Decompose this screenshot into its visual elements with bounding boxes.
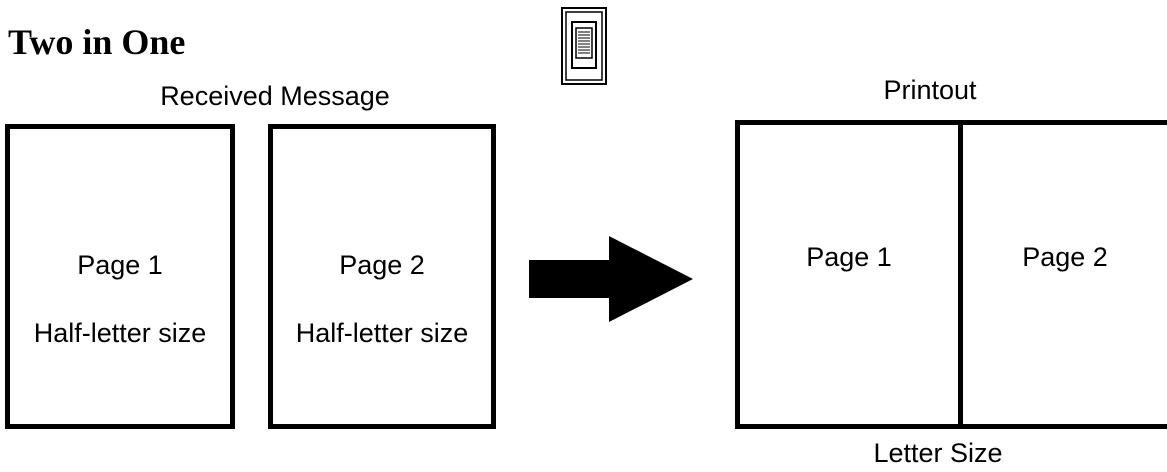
- received-message-label: Received Message: [160, 81, 390, 111]
- printout-page-1-title: Page 1: [806, 242, 892, 272]
- received-page-2: Page 2 Half-letter size: [268, 124, 496, 429]
- printout-label: Printout: [883, 75, 977, 105]
- received-page-1: Page 1 Half-letter size: [5, 124, 235, 429]
- received-page-1-title: Page 1: [77, 250, 163, 280]
- received-page-2-title: Page 2: [339, 250, 425, 280]
- diagram-title: Two in One: [8, 22, 186, 62]
- received-page-1-size: Half-letter size: [33, 318, 207, 348]
- mode-switch-icon: [561, 7, 607, 85]
- printout-page-2-title: Page 2: [1022, 242, 1108, 272]
- received-page-2-size: Half-letter size: [295, 318, 469, 348]
- printout-sheet: Page 1 Page 2: [735, 120, 1167, 429]
- letter-size-label: Letter Size: [873, 438, 1003, 468]
- right-arrow-icon: [529, 236, 693, 322]
- printout-divider: [958, 125, 963, 424]
